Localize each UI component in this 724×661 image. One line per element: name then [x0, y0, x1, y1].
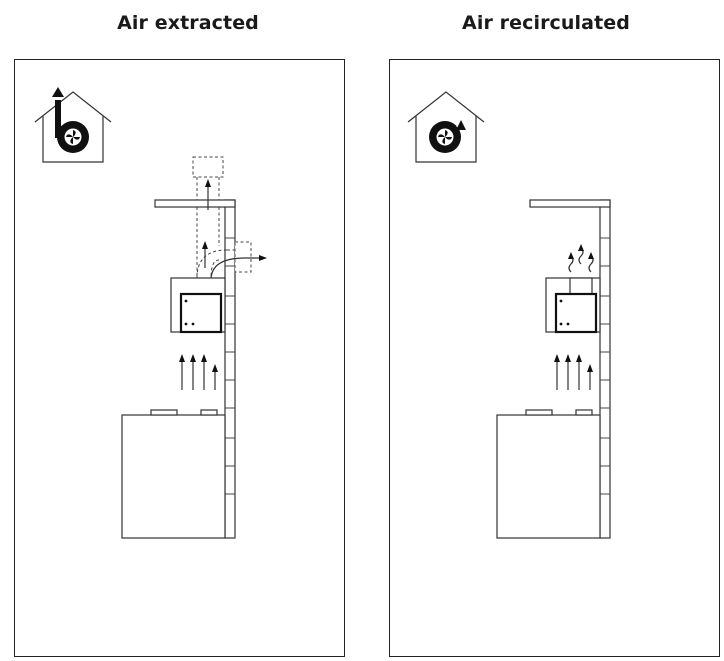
ceiling	[529, 199, 611, 208]
rising-air-arrows	[554, 354, 593, 390]
wall	[224, 199, 236, 539]
house-extraction-fan-icon	[34, 87, 112, 163]
air-extracted-diagram	[34, 87, 267, 539]
rising-air-arrows	[179, 354, 218, 390]
air-extracted-title: Air extracted	[117, 12, 259, 34]
cooker-hood	[170, 277, 226, 334]
cooker-hood	[545, 277, 601, 334]
recirculating-air-squiggles	[568, 244, 594, 273]
cooktop-counter	[496, 409, 601, 539]
air-recirculated-diagram	[407, 91, 611, 539]
cooktop-counter	[121, 409, 226, 539]
air-extracted-panel	[14, 59, 345, 657]
exhaust-duct	[192, 156, 252, 279]
air-recirculated-title: Air recirculated	[462, 12, 630, 34]
ceiling	[154, 199, 236, 208]
wall	[599, 199, 611, 539]
duct-airflow-arrows	[202, 179, 267, 281]
air-recirculated-panel	[389, 59, 720, 657]
house-recirculation-fan-icon	[407, 91, 485, 163]
